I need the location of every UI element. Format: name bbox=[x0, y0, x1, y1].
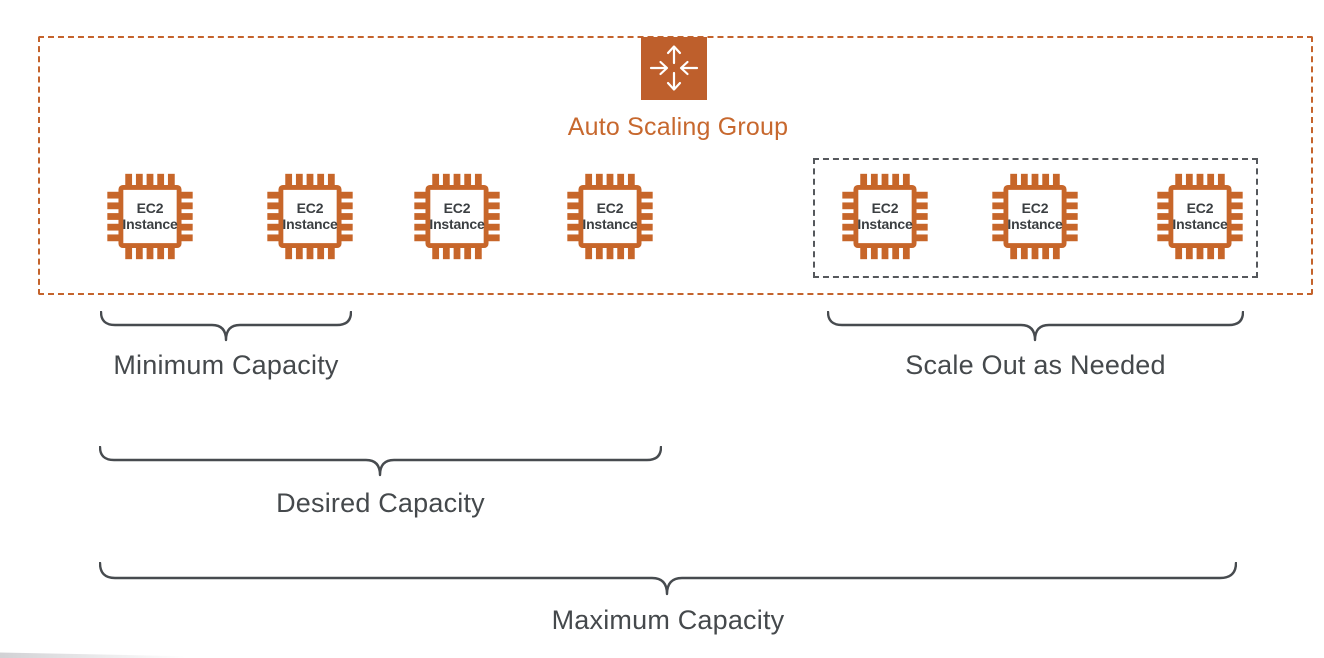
ec2-instance: EC2 Instance bbox=[261, 168, 359, 265]
desired-capacity-brace bbox=[99, 446, 662, 477]
maximum-capacity-label: Maximum Capacity bbox=[551, 605, 785, 635]
ec2-instance: EC2 Instance bbox=[986, 168, 1084, 265]
ec2-instance-label: EC2 Instance bbox=[429, 200, 485, 233]
ec2-instance-label: EC2 Instance bbox=[582, 200, 638, 233]
ec2-instance-label: EC2 Instance bbox=[1007, 200, 1063, 233]
auto-scaling-group-label: Auto Scaling Group bbox=[567, 113, 789, 141]
ec2-instance: EC2 Instance bbox=[561, 168, 659, 265]
ec2-chip-icon bbox=[567, 173, 653, 260]
ec2-instance-label: EC2 Instance bbox=[122, 200, 178, 233]
ec2-chip-icon bbox=[107, 173, 193, 260]
minimum-capacity-brace bbox=[100, 311, 352, 342]
ec2-instance-label: EC2 Instance bbox=[857, 200, 913, 233]
ec2-chip-icon bbox=[992, 173, 1078, 260]
scale-out-boundary bbox=[813, 158, 1258, 278]
ec2-instance: EC2 Instance bbox=[408, 168, 506, 265]
ec2-instance-label: EC2 Instance bbox=[282, 200, 338, 233]
auto-scaling-arrows-icon bbox=[649, 45, 699, 91]
ec2-instance: EC2 Instance bbox=[1151, 168, 1249, 265]
auto-scaling-icon bbox=[641, 37, 707, 100]
maximum-capacity-brace bbox=[99, 562, 1237, 596]
scale-out-label: Scale Out as Needed bbox=[905, 350, 1166, 380]
ec2-chip-icon bbox=[414, 173, 500, 260]
ec2-chip-icon bbox=[267, 173, 353, 260]
ec2-instance-label: EC2 Instance bbox=[1172, 200, 1228, 233]
minimum-capacity-label: Minimum Capacity bbox=[113, 350, 339, 380]
desired-capacity-label: Desired Capacity bbox=[276, 488, 485, 518]
scale-out-brace bbox=[827, 311, 1244, 342]
ec2-chip-icon bbox=[1157, 173, 1243, 260]
ec2-instance: EC2 Instance bbox=[836, 168, 934, 265]
ec2-chip-icon bbox=[842, 173, 928, 260]
slide-edge-artifact bbox=[0, 652, 185, 658]
ec2-instance: EC2 Instance bbox=[101, 168, 199, 265]
